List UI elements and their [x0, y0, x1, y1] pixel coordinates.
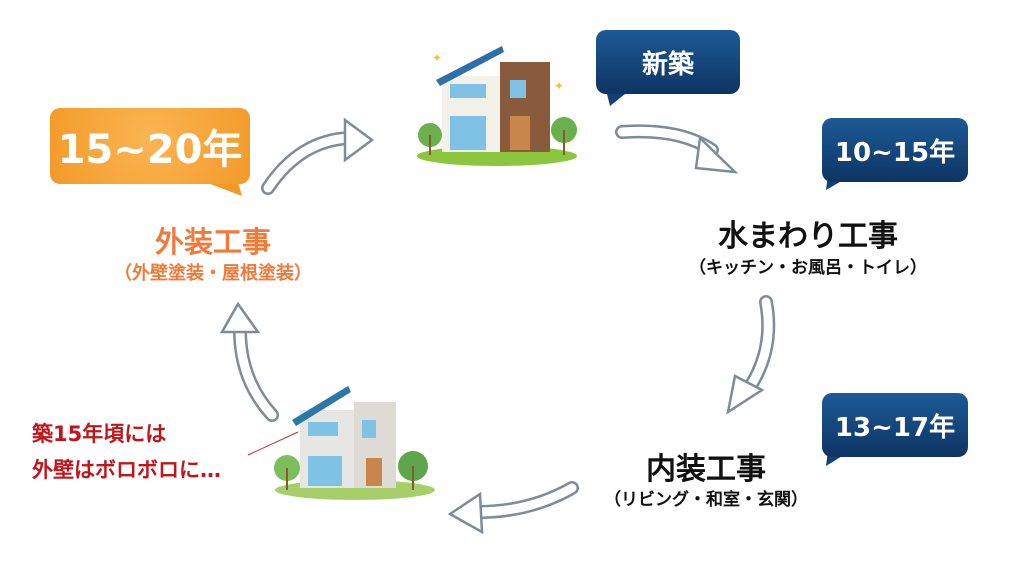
svg-text:✦: ✦: [554, 79, 564, 93]
new-badge: 新築: [596, 30, 740, 94]
arrow-new-to-water: [615, 124, 739, 174]
deterioration-note: 築15年頃には 外壁はボロボロに…: [32, 416, 221, 488]
water-title: 水まわり工事: [718, 219, 898, 254]
arrow-interior-to-old: [447, 481, 579, 535]
svg-text:✦: ✦: [432, 51, 442, 65]
new-house-illustration: ✦✦: [417, 46, 577, 166]
interior-subtitle: （リビング・和室・玄関）: [604, 490, 808, 510]
note-line-2: 外壁はボロボロに…: [32, 458, 221, 482]
note-line-1: 築15年頃には: [32, 422, 167, 446]
water-subtitle: （キッチン・お風呂・トイレ）: [689, 258, 927, 278]
exterior-subtitle: （外壁塗装・屋根塗装）: [114, 263, 312, 284]
arrow-exterior-to-new: [261, 117, 375, 195]
interior-title: 内装工事: [646, 452, 766, 487]
old-house-illustration: [274, 386, 435, 500]
exterior-title: 外装工事: [154, 225, 271, 259]
interior-badge: 13~17年: [822, 393, 968, 457]
arrow-old-to-exterior: [219, 301, 279, 422]
arrow-water-to-interior: [726, 295, 776, 415]
water-badge: 10~15年: [822, 118, 968, 182]
exterior-badge: 15~20年: [50, 108, 250, 184]
note-leader-line: [247, 431, 299, 456]
